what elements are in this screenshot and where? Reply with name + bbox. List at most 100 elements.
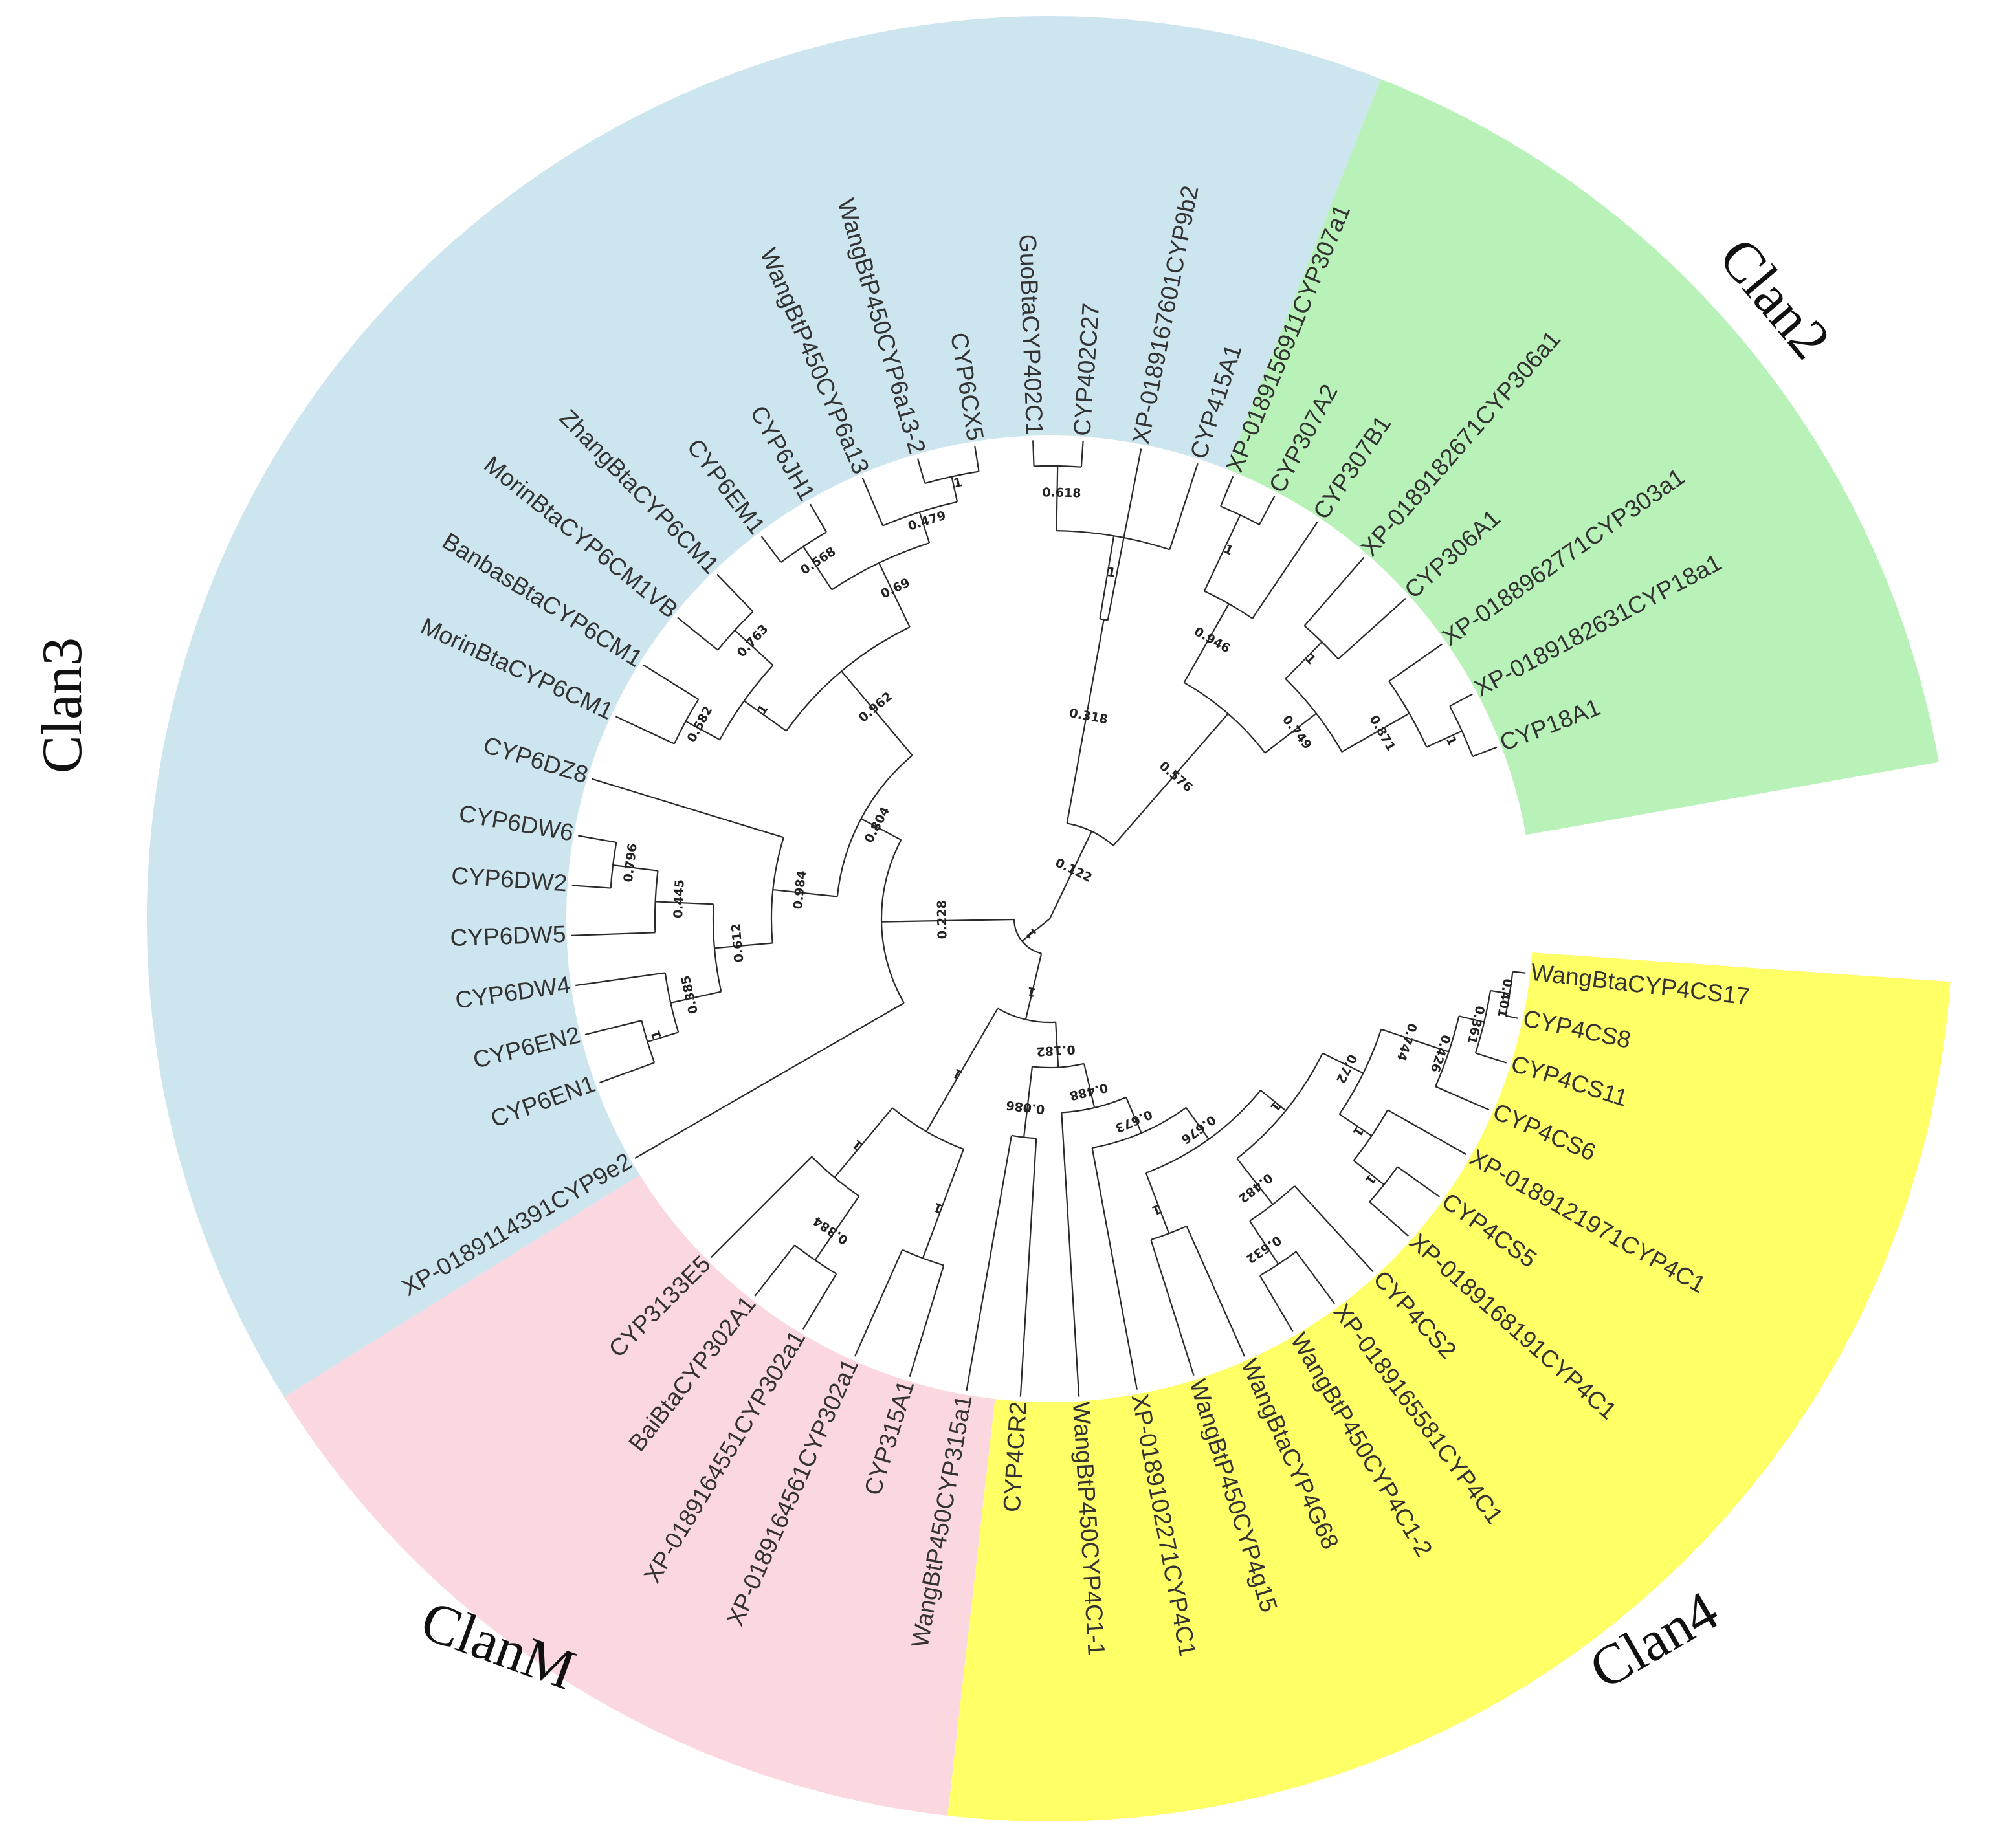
branch [599, 1062, 655, 1084]
branch [1322, 1052, 1364, 1074]
branch [861, 818, 902, 841]
branch [1024, 953, 1043, 1020]
support-value: 1 [1106, 565, 1117, 580]
branch [1426, 730, 1463, 748]
branch-arc [1056, 529, 1170, 551]
branch [1099, 536, 1115, 619]
branch [1203, 514, 1241, 591]
branch [1091, 1147, 1138, 1390]
branch [615, 716, 675, 745]
branch [878, 562, 911, 628]
branch [647, 1031, 679, 1043]
branch [854, 1249, 903, 1357]
branch [1145, 1172, 1170, 1234]
branch [584, 1020, 642, 1036]
branch-arc [1145, 1090, 1261, 1174]
branch-arc [1092, 1107, 1187, 1149]
branch [1056, 466, 1059, 531]
branch [916, 458, 926, 484]
branch-arc [831, 542, 930, 591]
support-value: 0.182 [1036, 1042, 1076, 1059]
branch [1490, 989, 1510, 995]
branch [810, 503, 827, 533]
branch [714, 942, 773, 949]
branch [974, 445, 980, 472]
branch-arc [1388, 681, 1428, 748]
branch [1285, 641, 1323, 679]
branch-arc [641, 1020, 656, 1063]
branch [814, 1195, 860, 1261]
branch [734, 630, 774, 666]
branch-arc [880, 839, 905, 1004]
branch [1369, 1201, 1409, 1237]
branch [1388, 643, 1443, 682]
branch [1112, 713, 1229, 846]
branch [1505, 1015, 1519, 1019]
branch-arc [1067, 822, 1114, 846]
support-value: 1 [952, 475, 964, 490]
branch [578, 835, 617, 844]
branch [1055, 1022, 1059, 1068]
branch-arc [1061, 1096, 1127, 1114]
branch [918, 512, 931, 544]
branch [1339, 1114, 1373, 1137]
branch [716, 573, 754, 612]
branch-arc [719, 665, 774, 740]
branch-arc [1285, 678, 1343, 753]
support-value: 0.618 [1042, 485, 1081, 500]
branch [1252, 521, 1318, 619]
branch [966, 1135, 1013, 1391]
branch [951, 476, 958, 502]
branch [1023, 1066, 1034, 1138]
branch [1472, 746, 1498, 758]
branch [925, 1007, 999, 1132]
branch [1353, 1160, 1385, 1185]
branch [841, 670, 913, 756]
branch [1125, 1097, 1142, 1134]
branch [1294, 1185, 1374, 1273]
branch [1338, 598, 1406, 660]
branch [1397, 1166, 1441, 1198]
branch [1264, 712, 1317, 754]
branch [1019, 1138, 1037, 1397]
branch [655, 901, 714, 905]
branch [802, 546, 833, 590]
branch [1236, 1158, 1274, 1205]
branch [1066, 619, 1105, 824]
branch-arc [770, 837, 784, 943]
branch [1475, 1052, 1507, 1064]
branch [575, 972, 665, 987]
support-value: 1 [648, 1028, 665, 1040]
branch-arc [1435, 1016, 1460, 1087]
branch-arc [1338, 1029, 1382, 1115]
branch [571, 932, 656, 936]
branch [1032, 440, 1035, 467]
branch [1387, 1109, 1467, 1156]
branch [592, 778, 784, 839]
branch [1083, 1063, 1096, 1108]
branch-arc [786, 626, 911, 732]
branch [1259, 1275, 1294, 1332]
branch [634, 1002, 905, 1159]
branch [802, 1273, 837, 1330]
branch-arc [1236, 1053, 1323, 1160]
branch-arc [712, 904, 722, 992]
branch [1169, 463, 1199, 550]
branch [773, 888, 837, 897]
branch [1021, 918, 1050, 942]
branch [834, 1107, 893, 1178]
branch [1080, 441, 1084, 467]
branch [1185, 1107, 1210, 1140]
branch [922, 1149, 964, 1259]
branch-arc [1204, 590, 1253, 619]
branch [710, 1156, 813, 1259]
branch [1061, 1112, 1080, 1397]
support-value: 0.612 [729, 923, 746, 963]
branch [677, 617, 718, 651]
support-value: 0.445 [671, 879, 687, 918]
branch-arc [1353, 1109, 1389, 1161]
branch [881, 918, 1015, 923]
branch [612, 864, 658, 872]
branch-arc [1151, 1226, 1187, 1240]
